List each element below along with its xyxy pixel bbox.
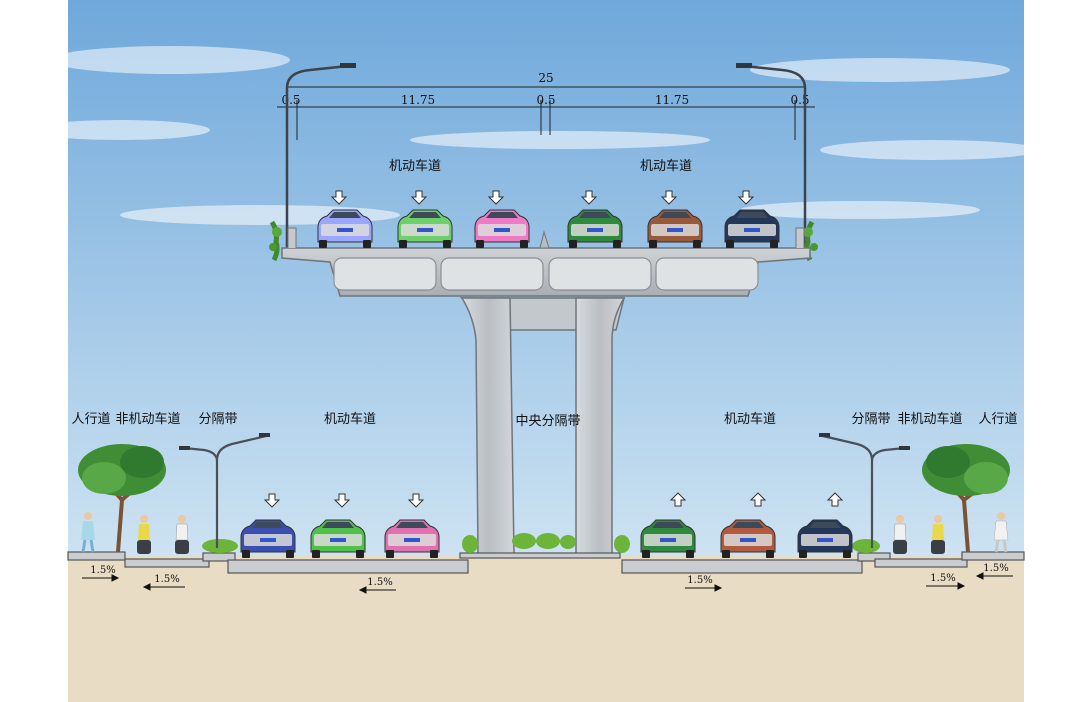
- direction-arrow-icon: [333, 493, 351, 508]
- label-central-median: 中央分隔带: [515, 414, 580, 429]
- cyclist-right-1: [893, 515, 907, 554]
- cyclist-left-1: [137, 515, 151, 554]
- lower-left-car: [384, 519, 440, 558]
- bridge-pier: [459, 297, 626, 555]
- label-right-bike-lane: 非机动车道: [897, 411, 962, 427]
- slope-right-lanes: 1.5%: [687, 575, 712, 586]
- direction-arrow-icon: [330, 190, 348, 205]
- cyclist-right-2: [931, 515, 945, 554]
- dimension-left-lanes: 11.75: [401, 93, 435, 107]
- dimension-median: 0.5: [536, 93, 555, 107]
- tree-left: [78, 444, 166, 553]
- upper-street-lamp-left: [285, 63, 356, 250]
- label-left-sidewalk: 人行道: [71, 412, 110, 427]
- label-left-divider: 分隔带: [198, 412, 237, 427]
- planter-left: [269, 220, 282, 262]
- direction-arrow-icon: [660, 190, 678, 205]
- slope-left-bike: 1.5%: [154, 574, 179, 585]
- elevated-deck: [281, 227, 811, 297]
- lower-right-car: [640, 519, 696, 558]
- upper-car: [647, 209, 703, 248]
- label-right-lanes: 机动车道: [724, 411, 776, 427]
- direction-arrow-icon: [487, 190, 505, 205]
- upper-car: [317, 209, 373, 248]
- slope-left-sidewalk: 1.5%: [90, 565, 115, 576]
- slope-right-sidewalk: 1.5%: [983, 563, 1008, 574]
- label-right-divider: 分隔带: [851, 412, 890, 427]
- left-margin: [0, 0, 68, 702]
- slope-left-lanes: 1.5%: [367, 577, 392, 588]
- dimension-right-lanes: 11.75: [655, 93, 689, 107]
- lower-right-car: [720, 519, 776, 558]
- dimension-left-edge: 0.5: [281, 93, 300, 107]
- upper-car: [567, 209, 623, 248]
- direction-arrow-icon: [410, 190, 428, 205]
- upper-car: [474, 209, 530, 248]
- label-left-lanes: 机动车道: [324, 411, 376, 427]
- label-right-sidewalk: 人行道: [978, 412, 1017, 427]
- upper-car: [397, 209, 453, 248]
- pedestrian-left: [81, 512, 95, 553]
- label-upper-right-lanes: 机动车道: [640, 158, 692, 174]
- lower-left-car: [310, 519, 366, 558]
- label-left-bike-lane: 非机动车道: [115, 411, 180, 427]
- ground-street-lamp-right: [819, 433, 910, 548]
- right-margin: [1024, 0, 1080, 702]
- ground-street-lamp-left: [179, 433, 270, 548]
- label-upper-left-lanes: 机动车道: [389, 158, 441, 174]
- direction-arrow-icon: [737, 190, 755, 205]
- direction-arrow-icon: [826, 492, 844, 507]
- lower-left-car: [240, 519, 296, 558]
- direction-arrow-icon: [669, 492, 687, 507]
- cyclist-left-2: [175, 515, 189, 554]
- direction-arrow-icon: [407, 493, 425, 508]
- pedestrian-right: [993, 512, 1009, 553]
- vehicles: [240, 190, 853, 558]
- slope-arrows: [82, 572, 1013, 594]
- ground-pavement: [67, 551, 1025, 574]
- direction-arrow-icon: [749, 492, 767, 507]
- tree-right: [922, 444, 1010, 553]
- upper-car: [724, 209, 780, 248]
- dimension-right-edge: 0.5: [790, 93, 809, 107]
- upper-street-lamp-right: [736, 63, 807, 250]
- dimension-total: 25: [538, 71, 553, 85]
- direction-arrow-icon: [263, 493, 281, 508]
- ground-soil: [68, 555, 1024, 702]
- direction-arrow-icon: [580, 190, 598, 205]
- lower-right-car: [797, 519, 853, 558]
- slope-right-bike: 1.5%: [930, 573, 955, 584]
